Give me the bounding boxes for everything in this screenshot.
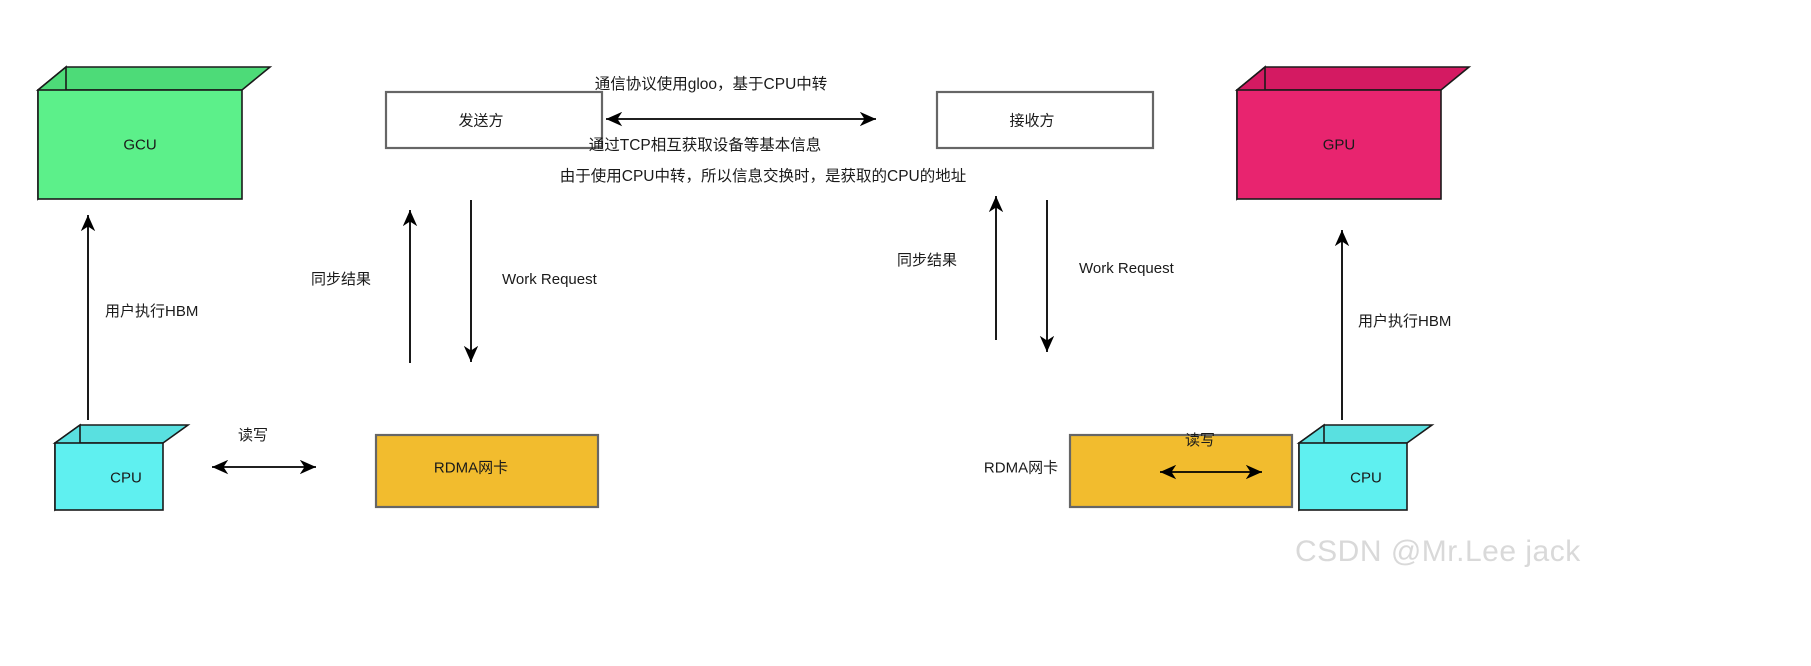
cpu-right-label: CPU (1350, 469, 1382, 487)
rdma-left-node (374, 433, 600, 509)
note-address: 由于使用CPU中转，所以信息交换时，是获取的CPU的地址 (559, 168, 967, 185)
edge-label-left-sync: 同步结果 (311, 271, 372, 288)
sender-node (384, 90, 604, 150)
watermark-text: CSDN @Mr.Lee jack (1295, 535, 1581, 568)
gcu-node (35, 65, 273, 201)
receiver-node (935, 90, 1155, 150)
sender-label: 发送方 (458, 112, 504, 130)
cpu-right-node (1296, 423, 1435, 512)
rdma-right-node (1068, 433, 1294, 509)
edge-label-left-rw: 读写 (238, 427, 269, 444)
note-protocol: 通信协议使用gloo，基于CPU中转 (594, 76, 828, 93)
gpu-label: GPU (1322, 136, 1356, 154)
edge-label-right-sync: 同步结果 (897, 252, 958, 269)
edge-label-right-hbm: 用户执行HBM (1358, 313, 1452, 330)
rdma-right-label: RDMA网卡 (983, 459, 1059, 477)
note-tcp: 通过TCP相互获取设备等基本信息 (588, 137, 822, 154)
receiver-label: 接收方 (1009, 112, 1055, 130)
rdma-left-label: RDMA网卡 (433, 459, 509, 477)
cpu-left-node (52, 423, 191, 512)
cpu-left-label: CPU (110, 469, 142, 487)
edge-label-left-work-request: Work Request (502, 271, 597, 288)
gcu-label: GCU (123, 136, 157, 154)
edge-label-right-work-request: Work Request (1079, 260, 1174, 277)
gpu-node (1234, 65, 1472, 201)
edge-label-right-rw: 读写 (1185, 432, 1216, 449)
edge-label-left-hbm: 用户执行HBM (105, 303, 199, 320)
